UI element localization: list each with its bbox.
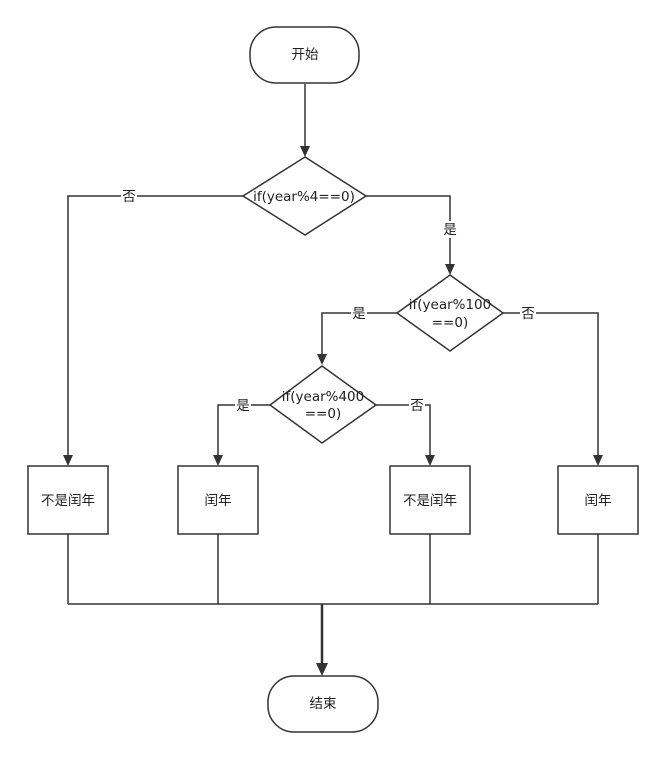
arrowhead <box>63 455 73 466</box>
result-box-not-leap-1: 不是闰年 <box>27 465 109 535</box>
arrowhead <box>425 455 435 466</box>
start-label: 开始 <box>292 47 319 63</box>
edge-label-cond100-yes: 是 <box>352 306 366 322</box>
arrowhead <box>300 146 310 157</box>
decision-year-mod-4-label: if(year%4==0) <box>253 189 355 205</box>
end-terminal: 结束 <box>267 675 379 733</box>
edge-label-cond4-yes: 是 <box>443 222 457 238</box>
edge-cond4-no <box>67 195 243 459</box>
edge-cond4-yes <box>366 195 451 268</box>
decision-year-mod-4: if(year%4==0) <box>241 156 368 236</box>
arrowhead <box>445 264 455 275</box>
result-box-leap-2-label: 闰年 <box>585 493 612 509</box>
result-box-leap-2: 闰年 <box>557 465 639 535</box>
decision-year-mod-100: if(year%100 ==0) <box>395 274 505 352</box>
decision-year-mod-100-label-line2: ==0) <box>432 315 468 331</box>
result-box-leap-1-label: 闰年 <box>205 493 232 509</box>
decision-year-mod-400: if(year%400 ==0) <box>268 365 378 444</box>
decision-year-mod-100-label-line1: if(year%100 <box>409 297 491 313</box>
arrowhead <box>213 455 223 466</box>
result-box-not-leap-2: 不是闰年 <box>389 465 471 535</box>
edge-cond100-no <box>503 312 599 459</box>
edge-label-cond400-no: 否 <box>410 398 424 414</box>
edge-cond400-no <box>376 404 431 459</box>
end-label: 结束 <box>310 696 337 712</box>
edge-label-cond4-no: 否 <box>122 189 136 205</box>
result-box-not-leap-1-label: 不是闰年 <box>41 493 95 509</box>
result-box-not-leap-2-label: 不是闰年 <box>403 493 457 509</box>
edge-cond100-yes <box>321 312 397 358</box>
decision-year-mod-400-label-line2: ==0) <box>305 406 341 422</box>
decision-year-mod-400-label-line1: if(year%400 <box>282 389 364 405</box>
arrowhead <box>317 354 327 365</box>
arrowhead <box>593 455 603 466</box>
start-terminal: 开始 <box>249 26 360 84</box>
edge-cond400-yes <box>217 404 270 459</box>
edge-label-cond400-yes: 是 <box>236 398 250 414</box>
result-box-leap-1: 闰年 <box>177 465 259 535</box>
arrowhead <box>316 663 328 676</box>
edge-label-cond100-no: 否 <box>521 306 535 322</box>
